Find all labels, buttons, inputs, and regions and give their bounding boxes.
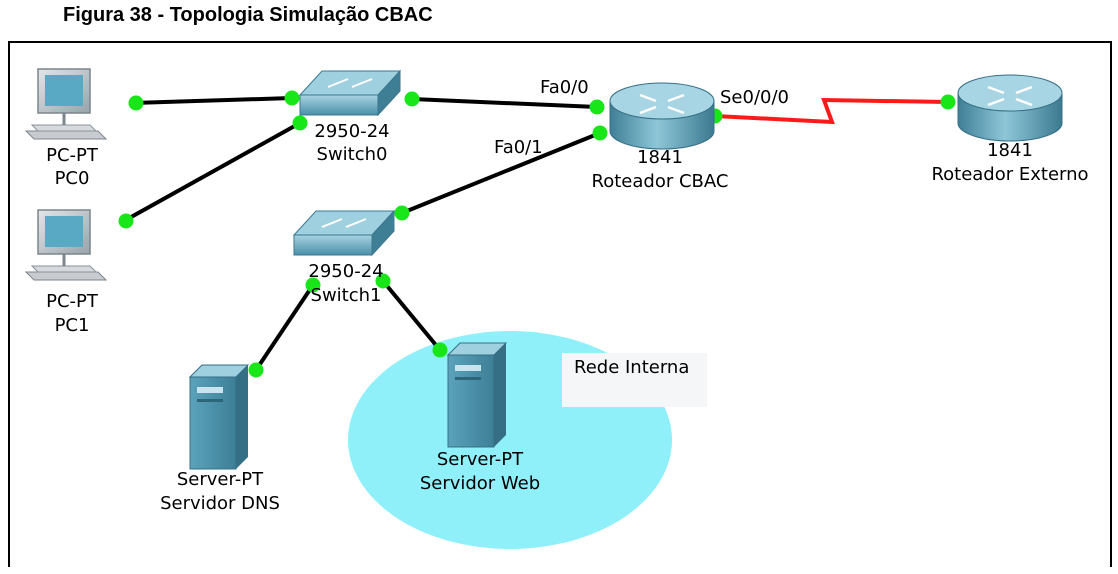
- note-box: [562, 353, 707, 407]
- switch0-type-label: 2950-24: [314, 121, 389, 142]
- pc0-name-label: PC0: [55, 168, 90, 189]
- server-dns-name-label: Servidor DNS: [160, 493, 280, 514]
- note-text: Rede Interna: [574, 357, 689, 378]
- port-dots: [118, 90, 956, 378]
- router-cbac-type-label: 1841: [637, 147, 683, 168]
- serial-link-router-cbac-router-ext: [714, 97, 949, 125]
- link-switch1-server-web: [381, 279, 442, 352]
- port-dot: [404, 91, 420, 107]
- router-cbac-name-label: Roteador CBAC: [592, 171, 729, 192]
- link-switch0-router-cbac: [411, 97, 598, 109]
- port-dot: [128, 95, 144, 111]
- switch0-device[interactable]: 2950-24 Switch0: [298, 69, 402, 165]
- server-web-type-label: Server-PT: [437, 449, 524, 470]
- port-dot: [589, 99, 605, 115]
- topology-diagram: Rede Interna PC-PT: [24, 68, 1089, 549]
- port-dot: [284, 90, 300, 106]
- switch1-device[interactable]: 2950-24 Switch1: [292, 209, 396, 306]
- desktop-pc-icon: [24, 209, 108, 281]
- switch-icon: [298, 69, 402, 117]
- router-cbac-device[interactable]: 1841 Roteador CBAC: [592, 82, 729, 192]
- router-icon: [609, 82, 715, 150]
- pc0-type-label: PC-PT: [46, 145, 99, 166]
- router-icon: [957, 74, 1063, 142]
- port-dot: [118, 213, 134, 229]
- topology-canvas: Rede Interna PC-PT: [8, 41, 1112, 567]
- port-dot: [375, 273, 391, 289]
- pc1-name-label: PC1: [55, 315, 90, 336]
- port-dot: [432, 342, 448, 358]
- server-web-device[interactable]: Server-PT Servidor Web: [420, 342, 540, 494]
- port-label-se000: Se0/0/0: [720, 87, 789, 108]
- port-dot: [248, 362, 264, 378]
- link-switch1-router-cbac: [401, 131, 601, 215]
- port-dot: [940, 94, 956, 110]
- port-label-fa01: Fa0/1: [494, 137, 543, 158]
- server-tower-icon: [188, 364, 250, 470]
- link-switch1-server-dns: [254, 283, 315, 372]
- server-dns-type-label: Server-PT: [177, 469, 264, 490]
- switch1-name-label: Switch1: [311, 285, 382, 306]
- router-ext-name-label: Roteador Externo: [931, 164, 1088, 185]
- pc1-device[interactable]: PC-PT PC1: [24, 209, 108, 336]
- switch-icon: [292, 209, 396, 257]
- port-label-fa00: Fa0/0: [540, 77, 589, 98]
- port-dot: [592, 125, 608, 141]
- server-tower-icon: [446, 342, 508, 448]
- server-web-name-label: Servidor Web: [420, 473, 540, 494]
- router-ext-type-label: 1841: [987, 140, 1033, 161]
- desktop-pc-icon: [24, 68, 108, 140]
- switch1-type-label: 2950-24: [308, 261, 383, 282]
- link-pc0-switch0: [132, 96, 293, 105]
- server-dns-device[interactable]: Server-PT Servidor DNS: [160, 364, 280, 514]
- port-dot: [394, 205, 410, 221]
- figure-caption: Figura 38 - Topologia Simulação CBAC: [63, 4, 433, 26]
- links: [123, 96, 601, 372]
- switch0-name-label: Switch0: [317, 144, 388, 165]
- port-dot: [305, 277, 321, 293]
- pc1-type-label: PC-PT: [46, 291, 99, 312]
- port-dot: [292, 115, 308, 131]
- router-ext-device[interactable]: 1841 Roteador Externo: [931, 74, 1089, 185]
- pc0-device[interactable]: PC-PT PC0: [24, 68, 108, 189]
- link-pc1-switch0: [123, 121, 301, 223]
